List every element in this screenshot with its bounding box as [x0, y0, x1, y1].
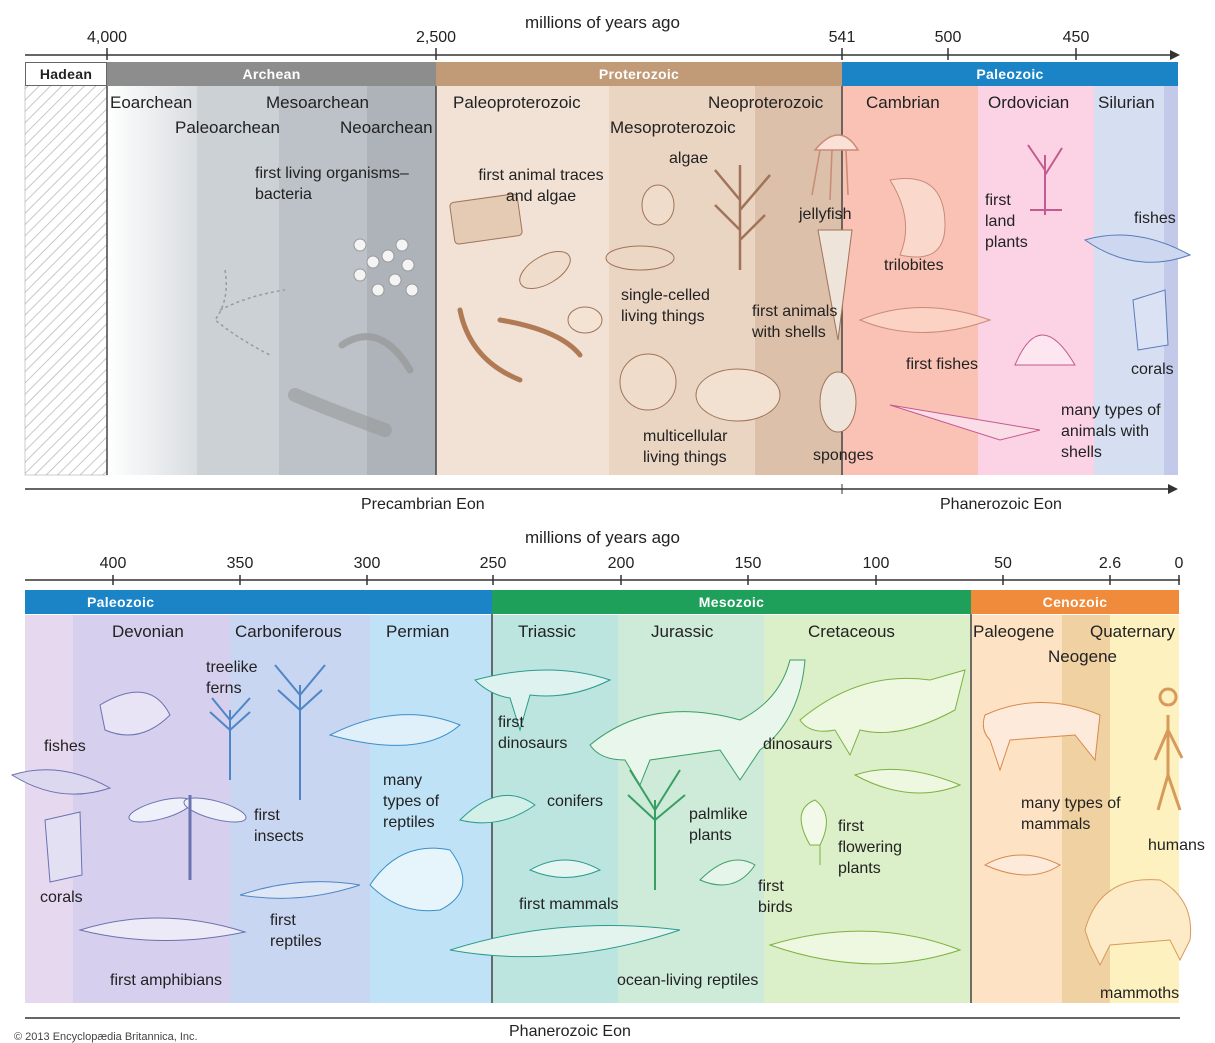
- caption-many-mammals: many types of mammals: [1021, 793, 1146, 835]
- caption-first-birds: first birds: [758, 876, 808, 918]
- caption-algae: algae: [669, 148, 708, 169]
- caption-humans: humans: [1148, 835, 1205, 856]
- caption-fishes-top: fishes: [1134, 208, 1176, 229]
- caption-first-animals-shells: first animals with shells: [752, 301, 842, 343]
- caption-many-types-shells: many types of animals with shells: [1061, 400, 1161, 463]
- caption-single-celled: single-celled living things: [621, 285, 731, 327]
- late-silurian-col: [25, 615, 73, 1003]
- mesozoic-band: Mesozoic: [492, 590, 971, 614]
- caption-first-flowering: first flowering plants: [838, 816, 918, 879]
- caption-dinosaurs: dinosaurs: [763, 734, 832, 755]
- bacteria-rod-icon: [342, 337, 410, 370]
- shell-animal-icon: [890, 405, 1040, 440]
- caption-first-mammals: first mammals: [519, 894, 619, 915]
- paleozoic-band-bottom: Paleozoic: [25, 590, 492, 614]
- caption-first-amphibians: first amphibians: [110, 970, 222, 991]
- coral-bottom-icon: [45, 812, 82, 882]
- eon-precambrian: Precambrian Eon: [361, 496, 485, 514]
- scallop-icon: [1015, 335, 1075, 365]
- period-permian: Permian: [386, 622, 449, 642]
- caption-first-dinosaurs: first dinosaurs: [498, 712, 578, 754]
- caption-multicellular: multicellular living things: [643, 426, 753, 468]
- caption-first-living: first living organisms–bacteria: [255, 163, 430, 205]
- algae-cell-icon: [642, 185, 674, 225]
- caption-first-fishes: first fishes: [906, 354, 978, 375]
- caption-first-animal-traces: first animal traces and algae: [466, 165, 616, 207]
- trilobite-icon: [890, 178, 945, 257]
- copyright: © 2013 Encyclopædia Britannica, Inc.: [14, 1031, 198, 1043]
- bacteria-chain2-icon: [295, 395, 385, 430]
- cenozoic-band: Cenozoic: [971, 590, 1179, 614]
- period-triassic: Triassic: [518, 622, 576, 642]
- silurian-fish-icon: [1085, 235, 1190, 262]
- caption-many-types-reptiles: many types of reptiles: [383, 770, 453, 833]
- period-devonian: Devonian: [112, 622, 184, 642]
- caption-sponges: sponges: [813, 445, 874, 466]
- caption-corals-bottom: corals: [40, 887, 83, 908]
- caption-trilobites: trilobites: [884, 255, 944, 276]
- algae-plant-icon: [715, 165, 770, 270]
- bacteria-cluster-icon: [354, 239, 418, 296]
- caption-mammoths: mammoths: [1100, 983, 1179, 1004]
- caption-ocean-reptiles: ocean-living reptiles: [617, 970, 758, 991]
- single-cell-icon: [606, 246, 674, 270]
- sponge-icon: [820, 372, 856, 432]
- caption-fishes-bottom: fishes: [44, 736, 86, 757]
- bottom-panel: millions of years ago 400 350 300 250 20…: [0, 520, 1215, 1043]
- microbe-icon: [514, 244, 576, 296]
- period-neogene: Neogene: [1048, 647, 1117, 667]
- period-quaternary: Quaternary: [1090, 622, 1175, 642]
- period-carboniferous: Carboniferous: [235, 622, 342, 642]
- caption-treelike-ferns: treelike ferns: [206, 657, 276, 699]
- eon-phanerozoic-bottom: Phanerozoic Eon: [509, 1023, 631, 1041]
- caption-palmlike-plants: palmlike plants: [689, 804, 769, 846]
- jellyfish-icon: [812, 135, 858, 200]
- multicell-blob-icon: [696, 369, 780, 421]
- period-cretaceous: Cretaceous: [808, 622, 895, 642]
- cell-icon: [568, 307, 602, 333]
- multicell-icon: [620, 354, 676, 410]
- period-paleogene: Paleogene: [973, 622, 1054, 642]
- caption-first-insects: first insects: [254, 805, 324, 847]
- first-fish-icon: [860, 308, 990, 333]
- eon-phanerozoic-top: Phanerozoic Eon: [940, 496, 1062, 514]
- caption-jellyfish: jellyfish: [799, 204, 851, 225]
- bacteria-chain-icon: [215, 270, 285, 355]
- caption-corals-top: corals: [1131, 359, 1174, 380]
- silurian-coral-icon: [1133, 290, 1168, 350]
- caption-first-land-plants: first land plants: [985, 190, 1045, 253]
- top-illustrations: [0, 0, 1215, 520]
- caption-conifers: conifers: [547, 791, 603, 812]
- period-jurassic: Jurassic: [651, 622, 713, 642]
- top-panel: millions of years ago 4,000 2,500 541 50…: [0, 0, 1215, 520]
- worm-trace-icon: [460, 310, 580, 380]
- caption-first-reptiles: first reptiles: [270, 910, 340, 952]
